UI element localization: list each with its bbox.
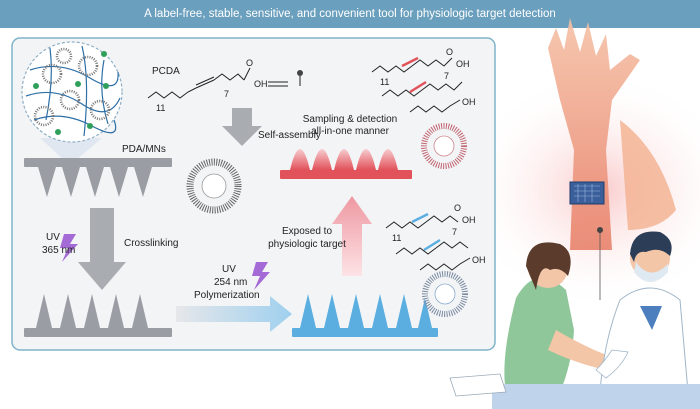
label-sampling-line2: all-in-one manner (311, 126, 389, 137)
label-self-assembly: Self-assembly (258, 130, 321, 141)
microneedle-patch-gray-top (24, 158, 172, 197)
microneedle-patch-gray-bottom (24, 294, 172, 337)
vesicle-blue (422, 271, 468, 317)
label-pcda: PCDA (152, 66, 180, 77)
pda-molecule-blue (385, 212, 471, 271)
vesicle-red (421, 123, 467, 169)
magnified-view (21, 41, 123, 160)
chem-sub-7-red: 7 (444, 71, 450, 81)
crosslinking-arrow (78, 208, 126, 290)
chem-sub-11-red: 11 (380, 77, 390, 87)
doctor-illustration (595, 231, 689, 393)
chem-o-pcda: O (246, 58, 254, 68)
label-crosslinking: Crosslinking (124, 238, 179, 249)
chem-sub-7-pcda: 7 (224, 89, 230, 99)
chem-o-red: O (446, 47, 454, 57)
patient-illustration (504, 242, 620, 392)
label-uv-1: UV (46, 232, 60, 243)
label-uv-2: UV (222, 264, 236, 275)
chem-sub-7-blue: 7 (452, 227, 458, 237)
chem-o-blue: O (454, 203, 462, 213)
desk (492, 384, 700, 409)
chem-oh-blue: OH (462, 215, 476, 225)
microneedle-patch-red (280, 149, 412, 179)
pcda-molecule (147, 67, 303, 99)
hand-illustration (548, 18, 676, 300)
self-assembly-arrow (222, 108, 262, 146)
label-polymerization: Polymerization (194, 290, 260, 301)
uv-bolt-2 (252, 262, 270, 290)
chem-oh-pcda: OH (254, 79, 268, 89)
label-uv-2-wavelength: 254 nm (214, 277, 248, 288)
process-panel (11, 37, 496, 351)
chem-oh-blue-2: OH (472, 255, 486, 265)
banner-title: A label-free, stable, sensitive, and con… (144, 8, 556, 20)
label-pda-mns: PDA/MNs (122, 144, 166, 155)
vesicle-1 (186, 158, 242, 214)
uv-bolt-1 (60, 234, 78, 262)
chem-oh-red-2: OH (462, 97, 476, 107)
exposure-arrow (332, 196, 372, 276)
label-exposed-line2: physiologic target (268, 239, 346, 250)
chem-oh-red: OH (456, 59, 470, 69)
title-banner (0, 0, 700, 28)
microneedle-patch-blue (292, 294, 438, 337)
chem-sub-11-pcda: 11 (156, 103, 166, 113)
label-sampling-line1: Sampling & detection (302, 114, 398, 125)
chem-sub-11-blue: 11 (392, 233, 402, 243)
label-uv-1-wavelength: 365 nm (42, 245, 76, 256)
pda-molecule-red (371, 56, 463, 113)
label-exposed-line1: Exposed to (281, 226, 333, 237)
polymerization-arrow (176, 296, 292, 332)
clipboard (449, 373, 507, 397)
